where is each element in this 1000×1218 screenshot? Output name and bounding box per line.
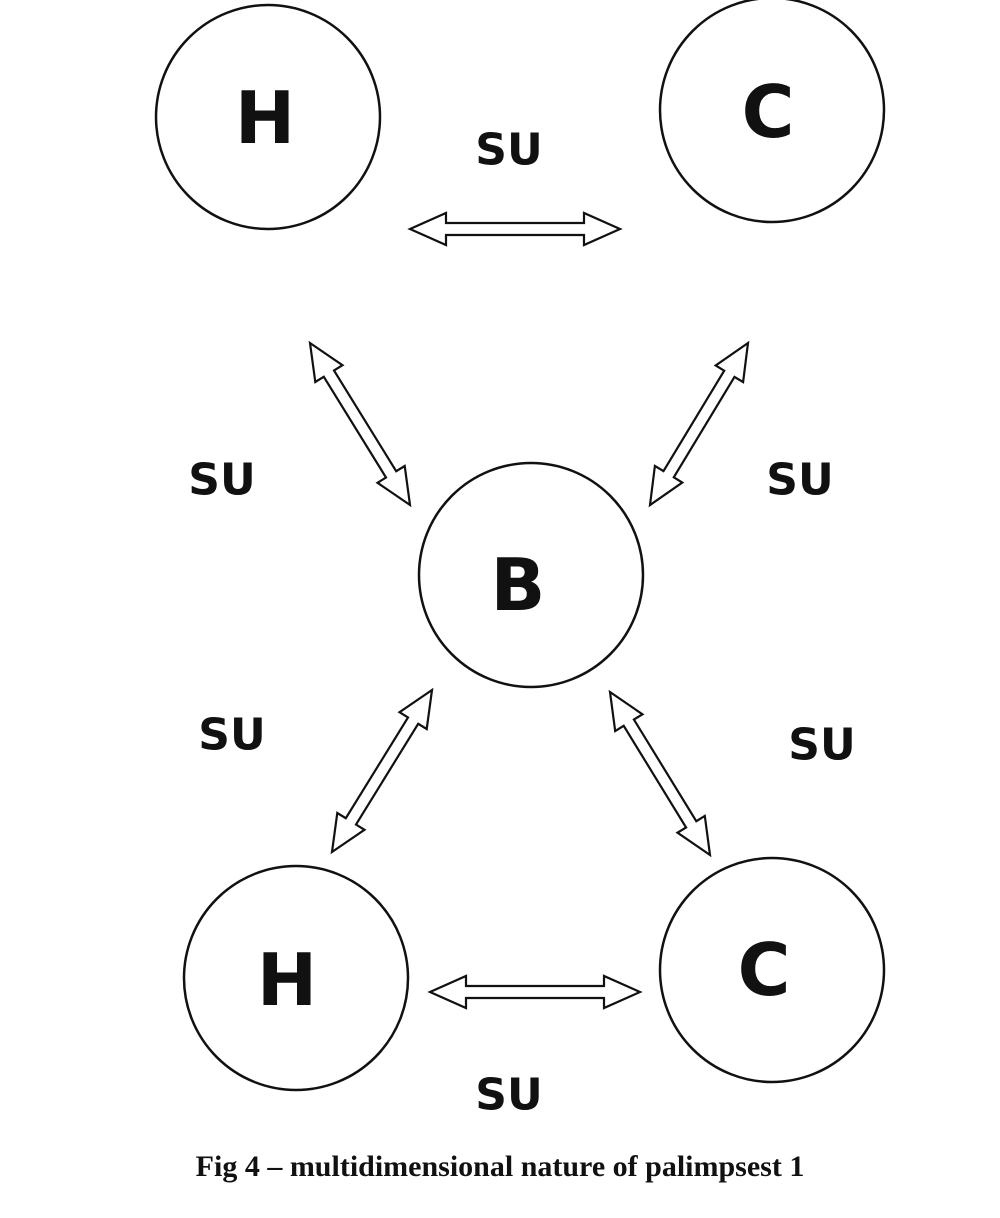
edge-label-h-bottom-c-bottom: SU (475, 1070, 542, 1121)
arrow-h-bottom-c-bottom (427, 974, 643, 1010)
arrow-b-c-bottom (608, 689, 712, 858)
edge-label-c-top-b: SU (766, 455, 833, 506)
edge-label-b-h-bottom: SU (198, 710, 265, 761)
node-c-top: C (658, 0, 886, 224)
edge-label-b-c-bottom: SU (788, 720, 855, 771)
edge-label-h-top-b: SU (188, 455, 255, 506)
node-b-center-label: B (491, 543, 546, 627)
node-c-bottom: C (658, 856, 886, 1084)
node-h-top: H (154, 3, 382, 231)
node-h-top-label: H (235, 76, 295, 160)
arrow-c-top-b (648, 340, 750, 508)
figure-caption: Fig 4 – multidimensional nature of palim… (195, 1150, 805, 1183)
node-c-bottom-label: C (738, 928, 791, 1012)
node-h-bottom: H (182, 864, 410, 1092)
arrow-h-top-c-top (407, 211, 623, 247)
node-h-bottom-label: H (257, 938, 317, 1022)
node-b-center: B (417, 461, 645, 689)
node-c-top-label: C (742, 70, 795, 154)
edge-label-h-top-c-top: SU (475, 125, 542, 176)
arrow-b-h-bottom (330, 687, 434, 855)
arrow-h-top-b (308, 340, 412, 508)
